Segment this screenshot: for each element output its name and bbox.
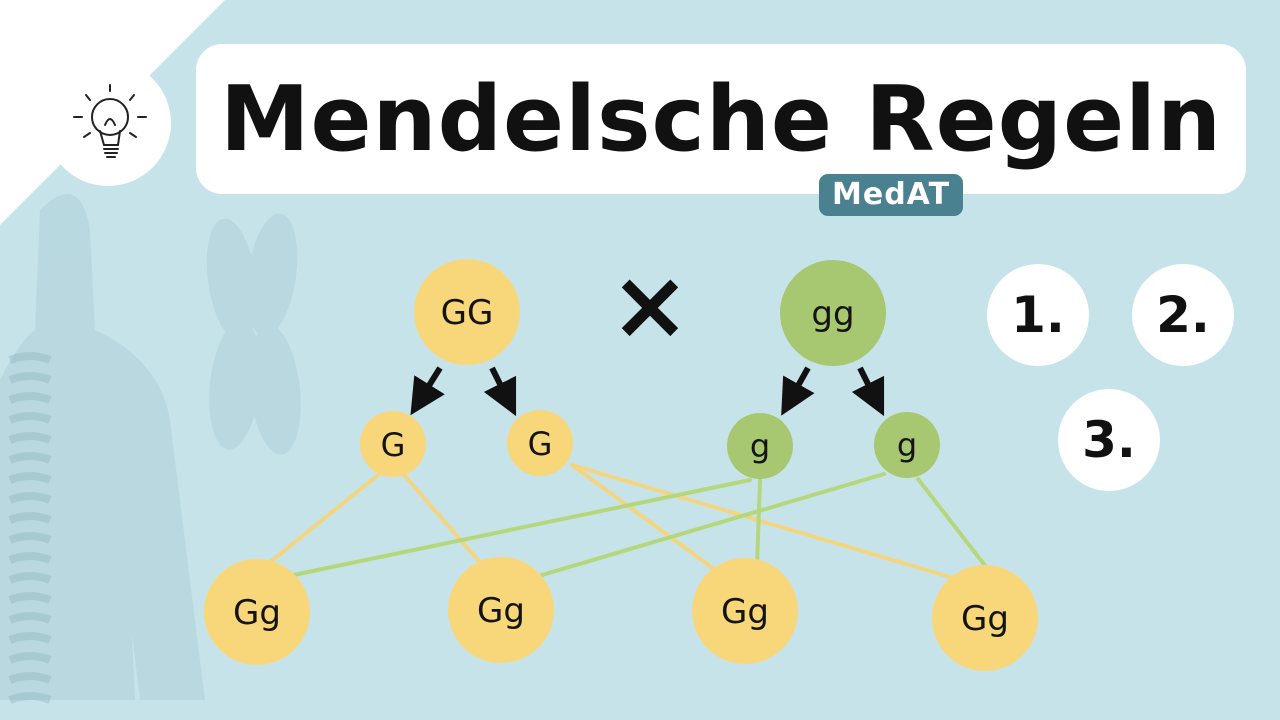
offspring-node: Gg bbox=[448, 557, 554, 663]
svg-text:Gg: Gg bbox=[233, 593, 281, 633]
lightbulb-icon bbox=[73, 84, 147, 158]
svg-text:g: g bbox=[750, 427, 770, 465]
title-box: Mendelsche Regeln bbox=[196, 44, 1246, 194]
cross-line bbox=[402, 473, 486, 569]
gamete-node: G bbox=[360, 411, 426, 477]
svg-text:Gg: Gg bbox=[961, 599, 1009, 639]
arrow bbox=[410, 366, 445, 416]
small-chromosome-graphic bbox=[206, 213, 301, 455]
arrow bbox=[851, 366, 885, 417]
svg-text:GG: GG bbox=[441, 293, 494, 333]
cross-line bbox=[530, 472, 886, 580]
svg-text:Gg: Gg bbox=[721, 592, 769, 632]
svg-text:G: G bbox=[528, 425, 553, 463]
cross-line bbox=[916, 477, 992, 574]
cross-line bbox=[755, 478, 762, 569]
cross-line bbox=[570, 463, 952, 579]
chromosome-bands bbox=[8, 352, 52, 704]
svg-text:G: G bbox=[381, 426, 406, 464]
gamete-node: G bbox=[507, 410, 573, 476]
svg-text:gg: gg bbox=[811, 294, 854, 334]
cross-line bbox=[282, 478, 752, 579]
arrow bbox=[781, 366, 815, 416]
cross-line bbox=[570, 463, 716, 571]
offspring-node: Gg bbox=[932, 565, 1038, 671]
cross-symbol: × bbox=[610, 249, 690, 361]
lightbulb-logo bbox=[45, 60, 171, 186]
cross-line bbox=[256, 473, 380, 574]
offspring-node: Gg bbox=[692, 558, 798, 664]
svg-text:g: g bbox=[897, 426, 917, 464]
gamete-node: g bbox=[727, 413, 793, 479]
step-badge-2: 2. bbox=[1132, 264, 1234, 366]
step-badge-1: 1. bbox=[987, 264, 1089, 366]
svg-text:Gg: Gg bbox=[477, 591, 525, 631]
page-title: Mendelsche Regeln bbox=[219, 66, 1223, 172]
step-badge-3: 3. bbox=[1058, 389, 1160, 491]
gamete-node: g bbox=[874, 412, 940, 478]
medat-tag: MedAT bbox=[819, 174, 964, 216]
parent-node: gg bbox=[780, 260, 886, 366]
arrow bbox=[483, 366, 517, 417]
parent-node: GG bbox=[414, 259, 520, 365]
offspring-node: Gg bbox=[204, 559, 310, 665]
large-chromosome-graphic bbox=[0, 194, 205, 700]
